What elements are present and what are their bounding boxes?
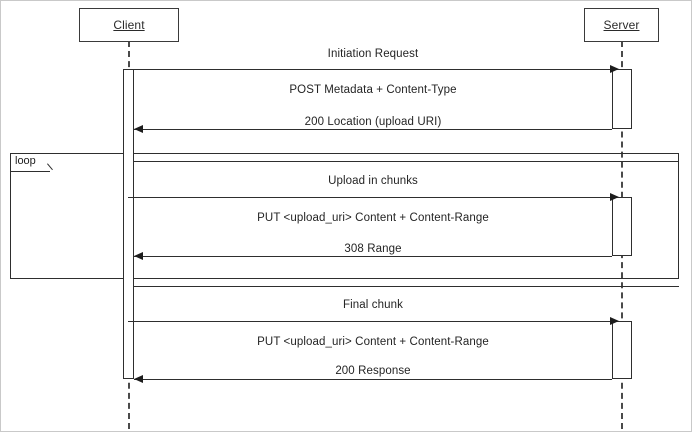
participant-server-label: Server [603, 18, 640, 32]
participant-server[interactable]: Server [584, 8, 659, 42]
message-rail-final-response [134, 379, 612, 380]
activation-server-chunk [612, 197, 632, 256]
message-rail-initiation-response [134, 129, 612, 130]
note-final: Final chunk [343, 299, 403, 311]
fragment-loop-tab: loop [10, 153, 58, 172]
activation-server-initiation [612, 69, 632, 129]
note-chunks: Upload in chunks [328, 175, 418, 187]
message-chunk-request: PUT <upload_uri> Content + Content-Range [257, 212, 489, 224]
message-rail-final-request [128, 321, 618, 322]
message-rail-initiation-request [128, 69, 618, 70]
message-final-response: 200 Response [335, 365, 411, 377]
arrowhead-final-response [134, 375, 143, 383]
activation-server-final [612, 321, 632, 379]
message-chunk-response: 308 Range [344, 243, 402, 255]
message-rail-final-note-top [134, 286, 679, 287]
arrowhead-chunk-response [134, 252, 143, 260]
arrowhead-initiation-response [134, 125, 143, 133]
participant-client[interactable]: Client [79, 8, 179, 42]
arrowhead-final-request [610, 317, 619, 325]
message-rail-chunk-response [134, 256, 612, 257]
fragment-loop[interactable] [10, 153, 679, 279]
fragment-loop-label: loop [15, 155, 36, 167]
message-rail-chunk-note-top [134, 161, 679, 162]
note-initiation: Initiation Request [327, 48, 419, 60]
message-final-request: PUT <upload_uri> Content + Content-Range [257, 336, 489, 348]
participant-client-label: Client [113, 18, 145, 32]
arrowhead-chunk-request [610, 193, 619, 201]
message-initiation-request: POST Metadata + Content-Type [289, 84, 457, 96]
activation-client [123, 69, 134, 379]
message-rail-chunk-request [128, 197, 618, 198]
fragment-loop-tab-edge [10, 171, 50, 172]
message-initiation-response: 200 Location (upload URI) [304, 116, 442, 128]
arrowhead-initiation-request [610, 65, 619, 73]
